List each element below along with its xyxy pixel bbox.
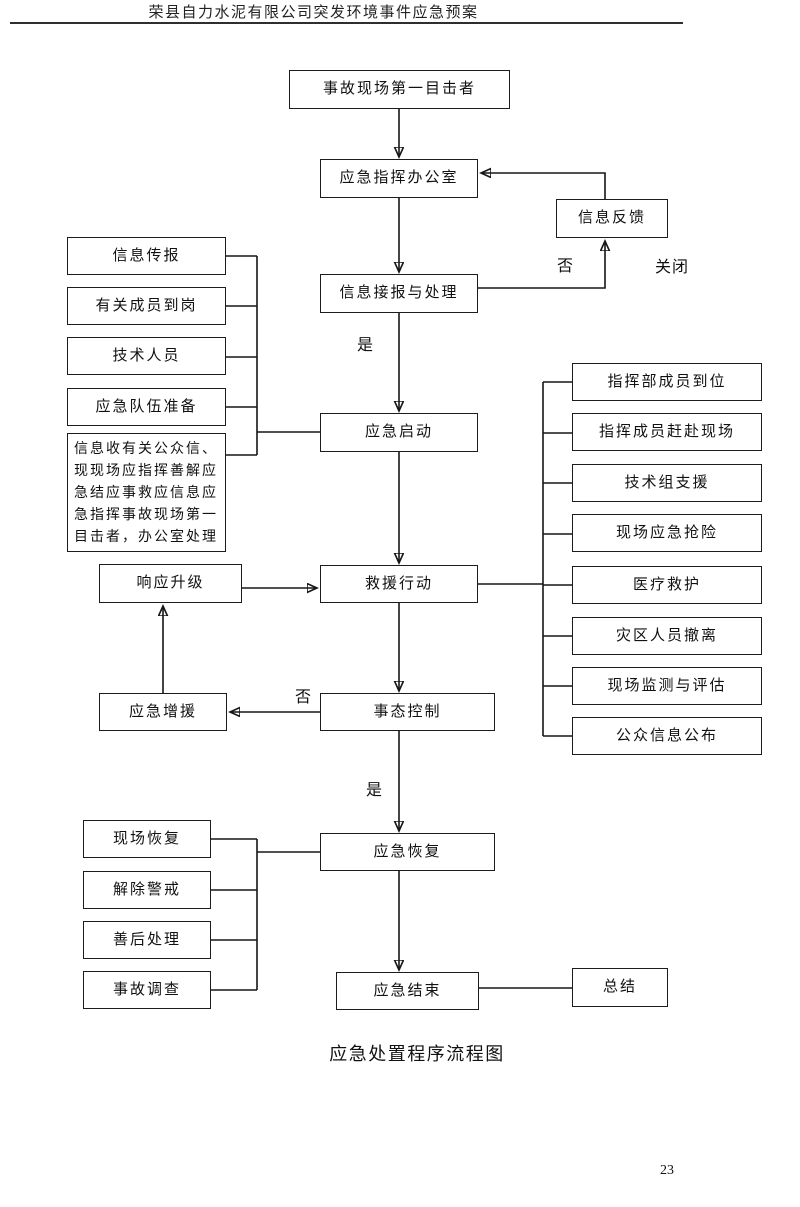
edge-label-yes-2: 是	[366, 782, 384, 799]
node-hq-members-in-place: 指挥部成员到位	[572, 363, 762, 401]
node-public-info-release: 公众信息公布	[572, 717, 762, 755]
node-emergency-recovery: 应急恢复	[320, 833, 495, 871]
node-members-on-duty: 有关成员到岗	[67, 287, 226, 325]
page-number: 23	[660, 1163, 674, 1178]
edge-label-no-1: 否	[557, 258, 575, 275]
node-emergency-start: 应急启动	[320, 413, 478, 452]
node-situation-control: 事态控制	[320, 693, 495, 731]
node-info-processing: 信息接报与处理	[320, 274, 478, 313]
node-command-office: 应急指挥办公室	[320, 159, 478, 198]
node-first-witness: 事故现场第一目击者	[289, 70, 510, 109]
branch-lines	[211, 255, 572, 991]
node-emergency-reinforcement: 应急增援	[99, 693, 227, 731]
node-info-report: 信息传报	[67, 237, 226, 275]
header-divider	[10, 22, 683, 24]
node-response-upgrade: 响应升级	[99, 564, 242, 603]
flowchart-caption: 应急处置程序流程图	[329, 1044, 505, 1064]
node-monitoring-evaluation: 现场监测与评估	[572, 667, 762, 705]
node-site-recovery: 现场恢复	[83, 820, 211, 858]
node-emergency-end: 应急结束	[336, 972, 479, 1010]
node-team-preparation: 应急队伍准备	[67, 388, 226, 426]
edge-label-yes-1: 是	[357, 337, 375, 354]
page-header-title: 荣县自力水泥有限公司突发环境事件应急预案	[148, 5, 479, 21]
node-evacuation: 灾区人员撤离	[572, 617, 762, 655]
node-note-text: 信息收有关公众信、现现场应指挥善解应急结应事救应信息应急指挥事故现场第一目击者，…	[67, 433, 226, 552]
node-medical-aid: 医疗救护	[572, 566, 762, 604]
edge-label-no-2: 否	[295, 689, 313, 706]
edge-label-close: 关闭	[655, 259, 690, 276]
node-aftermath-handling: 善后处理	[83, 921, 211, 959]
node-commanders-to-scene: 指挥成员赶赴现场	[572, 413, 762, 451]
node-rescue-action: 救援行动	[320, 565, 478, 603]
node-lift-alert: 解除警戒	[83, 871, 211, 909]
node-accident-investigation: 事故调查	[83, 971, 211, 1009]
node-technical-staff: 技术人员	[67, 337, 226, 375]
node-onsite-rescue: 现场应急抢险	[572, 514, 762, 552]
node-tech-group-support: 技术组支援	[572, 464, 762, 502]
node-summary: 总结	[572, 968, 668, 1007]
node-info-feedback: 信息反馈	[556, 199, 668, 238]
